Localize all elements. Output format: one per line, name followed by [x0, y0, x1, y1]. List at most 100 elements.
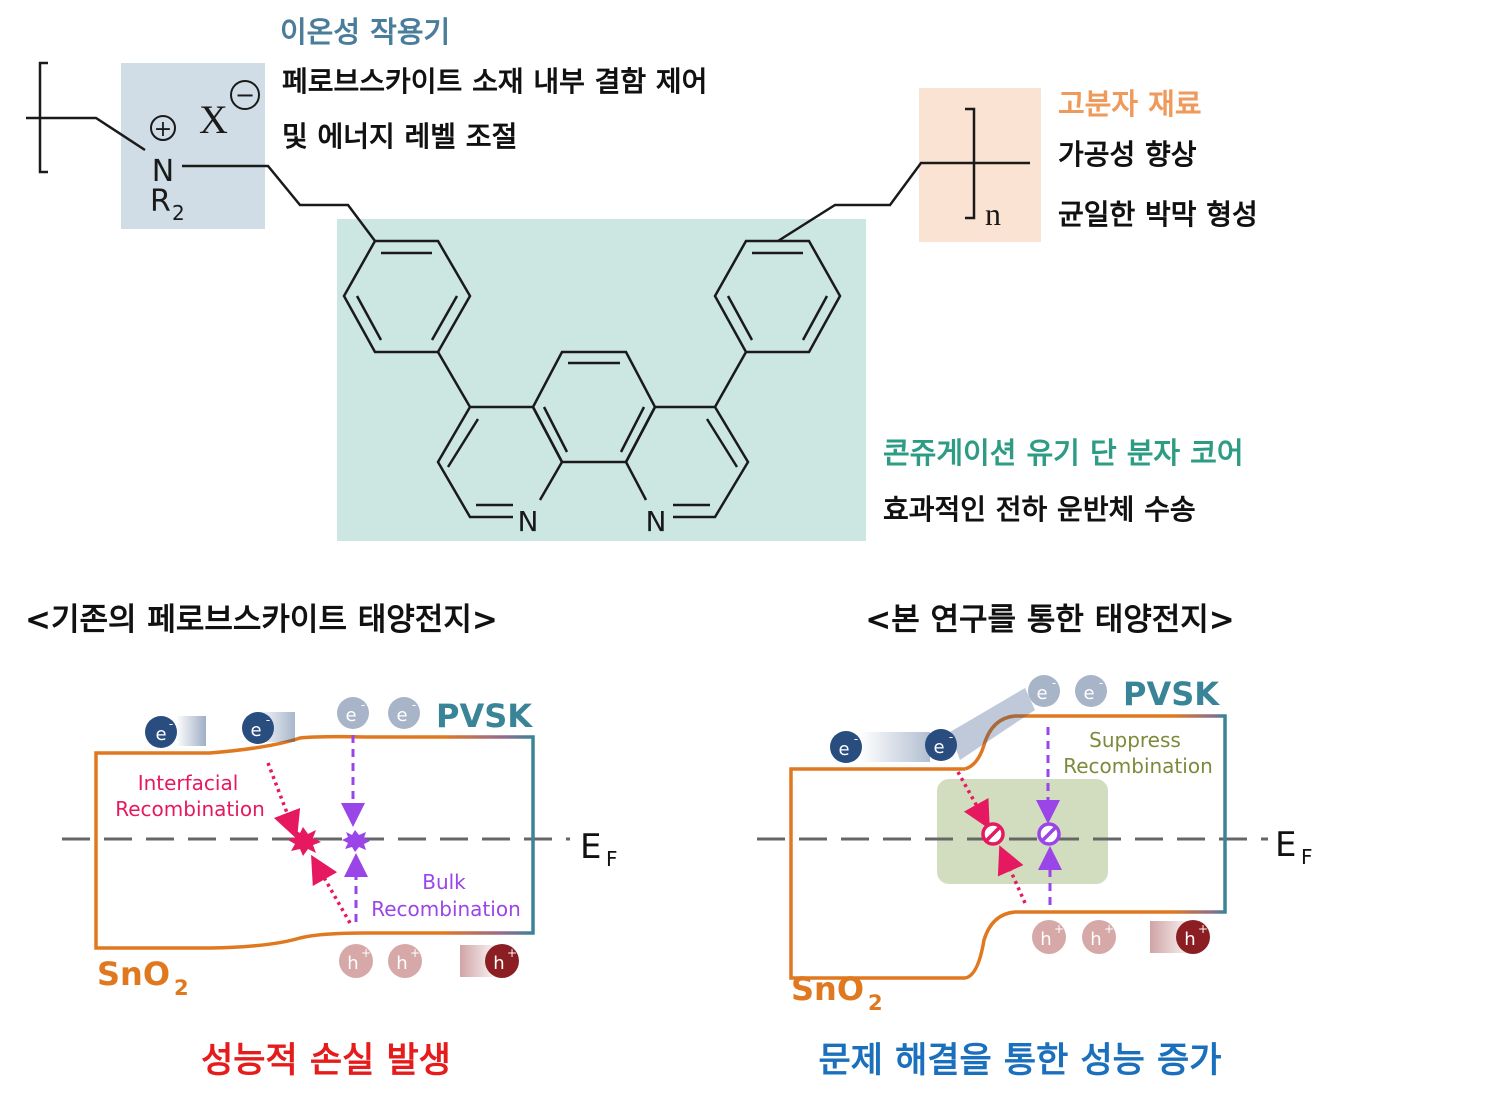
left-fermi-label: E — [580, 827, 601, 867]
core-nitrogen-1: N — [518, 505, 539, 538]
svg-text:h: h — [1040, 929, 1051, 950]
alkyl-chain-left — [182, 164, 376, 242]
svg-text:h: h — [493, 953, 504, 974]
right-suppress-zone — [937, 779, 1108, 884]
ionic-desc-2: 및 에너지 레벨 조절 — [282, 120, 517, 153]
r2-subscript: 2 — [172, 201, 185, 225]
minus-sign: − — [235, 81, 255, 109]
left-interfacial-arrow-down — [266, 762, 301, 840]
left-sno2-label: SnO — [97, 955, 170, 993]
polymer-desc-1: 가공성 향상 — [1058, 138, 1197, 171]
right-pvsk-band — [964, 714, 1227, 980]
repeat-unit-n: n — [985, 196, 1001, 232]
right-sno2-subscript: 2 — [868, 991, 883, 1015]
left-fermi-subscript: F — [606, 847, 618, 871]
right-electron-2 — [925, 729, 957, 761]
svg-text:+: + — [1198, 922, 1208, 936]
plus-sign: + — [154, 117, 172, 142]
svg-text:+: + — [1104, 922, 1114, 936]
right-result: 문제 해결을 통한 성능 증가 — [819, 1041, 1222, 1081]
counterion-label: X — [199, 97, 228, 142]
svg-text:e: e — [1083, 683, 1094, 704]
right-hole-2 — [1082, 920, 1116, 954]
nitrogen-label: N — [152, 154, 174, 189]
core-title: 콘쥬게이션 유기 단 분자 코어 — [883, 436, 1244, 470]
left-electron-4 — [388, 697, 420, 729]
phenyl-ring-right — [713, 239, 842, 354]
svg-text:-: - — [854, 732, 858, 746]
left-electron-3 — [337, 697, 369, 729]
right-bracket — [965, 107, 976, 220]
left-sno2-subscript: 2 — [174, 976, 189, 1000]
svg-text:+: + — [507, 946, 517, 960]
left-bulk-label-1: Bulk — [422, 870, 466, 894]
left-pvsk-band — [209, 734, 535, 950]
phenanthroline-core — [436, 350, 750, 519]
ionic-group-box — [121, 63, 265, 229]
right-interfacial-arrow-up — [997, 845, 1027, 904]
svg-text:h: h — [1090, 929, 1101, 950]
svg-text:h: h — [1184, 929, 1195, 950]
left-pvsk-label: PVSK — [436, 697, 533, 735]
svg-text:e: e — [155, 724, 166, 745]
left-electron-1 — [145, 716, 177, 748]
left-hole-1 — [339, 944, 373, 978]
right-hole-3 — [1176, 920, 1210, 954]
svg-text:-: - — [949, 730, 953, 744]
right-pvsk-label: PVSK — [1123, 675, 1220, 713]
svg-text:-: - — [1099, 676, 1103, 690]
svg-text:e: e — [345, 705, 356, 726]
svg-text:+: + — [361, 946, 371, 960]
svg-text:-: - — [266, 713, 270, 727]
svg-text:h: h — [347, 953, 358, 974]
polymer-desc-2: 균일한 박막 형성 — [1058, 198, 1258, 231]
left-interfacial-label-2: Recombination — [115, 797, 265, 821]
right-fermi-label: E — [1275, 825, 1296, 865]
r2-label: R — [150, 184, 171, 219]
right-interfacial-arrow-down — [956, 771, 990, 830]
right-suppress-label-2: Recombination — [1063, 754, 1213, 778]
right-blocked-bulk-icon — [1037, 822, 1061, 846]
left-interfacial-burst — [288, 827, 321, 856]
left-interfacial-arrow-up — [311, 854, 352, 924]
core-desc-1: 효과적인 전하 운반체 수송 — [883, 493, 1196, 526]
svg-text:+: + — [410, 946, 420, 960]
right-sno2-band — [789, 767, 965, 980]
right-electron-1 — [830, 731, 862, 763]
left-result: 성능적 손실 발생 — [201, 1041, 451, 1081]
left-heading: <기존의 페로브스카이트 태양전지> — [25, 602, 498, 638]
ionic-desc-1: 페로브스카이트 소재 내부 결함 제어 — [282, 65, 707, 98]
core-box — [337, 219, 866, 541]
polymer-title: 고분자 재료 — [1058, 87, 1202, 121]
left-bulk-burst — [342, 830, 370, 852]
left-sno2-band — [94, 751, 210, 950]
svg-text:e: e — [1036, 683, 1047, 704]
core-nitrogen-2: N — [646, 505, 667, 538]
svg-text:e: e — [838, 739, 849, 760]
alkyl-chain-right — [777, 161, 1030, 243]
svg-text:e: e — [250, 720, 261, 741]
right-blocked-interfacial-icon — [981, 822, 1005, 846]
ionic-title: 이온성 작용기 — [280, 15, 450, 49]
right-sno2-label: SnO — [791, 970, 864, 1008]
right-suppress-label-1: Suppress — [1089, 728, 1181, 752]
svg-text:e: e — [933, 737, 944, 758]
left-bulk-label-2: Recombination — [371, 897, 521, 921]
left-hole-2 — [388, 944, 422, 978]
right-fermi-subscript: F — [1301, 845, 1313, 869]
left-hole-3 — [485, 944, 519, 978]
backbone-left — [26, 116, 146, 152]
minus-charge-icon — [230, 80, 260, 110]
right-hole-1 — [1032, 920, 1066, 954]
left-interfacial-label-1: Interfacial — [138, 771, 239, 795]
svg-text:e: e — [396, 705, 407, 726]
svg-text:-: - — [361, 698, 365, 712]
svg-text:+: + — [1054, 922, 1064, 936]
plus-charge-icon — [150, 115, 176, 141]
svg-text:-: - — [412, 698, 416, 712]
svg-text:h: h — [396, 953, 407, 974]
svg-text:-: - — [169, 717, 173, 731]
svg-text:-: - — [1052, 676, 1056, 690]
